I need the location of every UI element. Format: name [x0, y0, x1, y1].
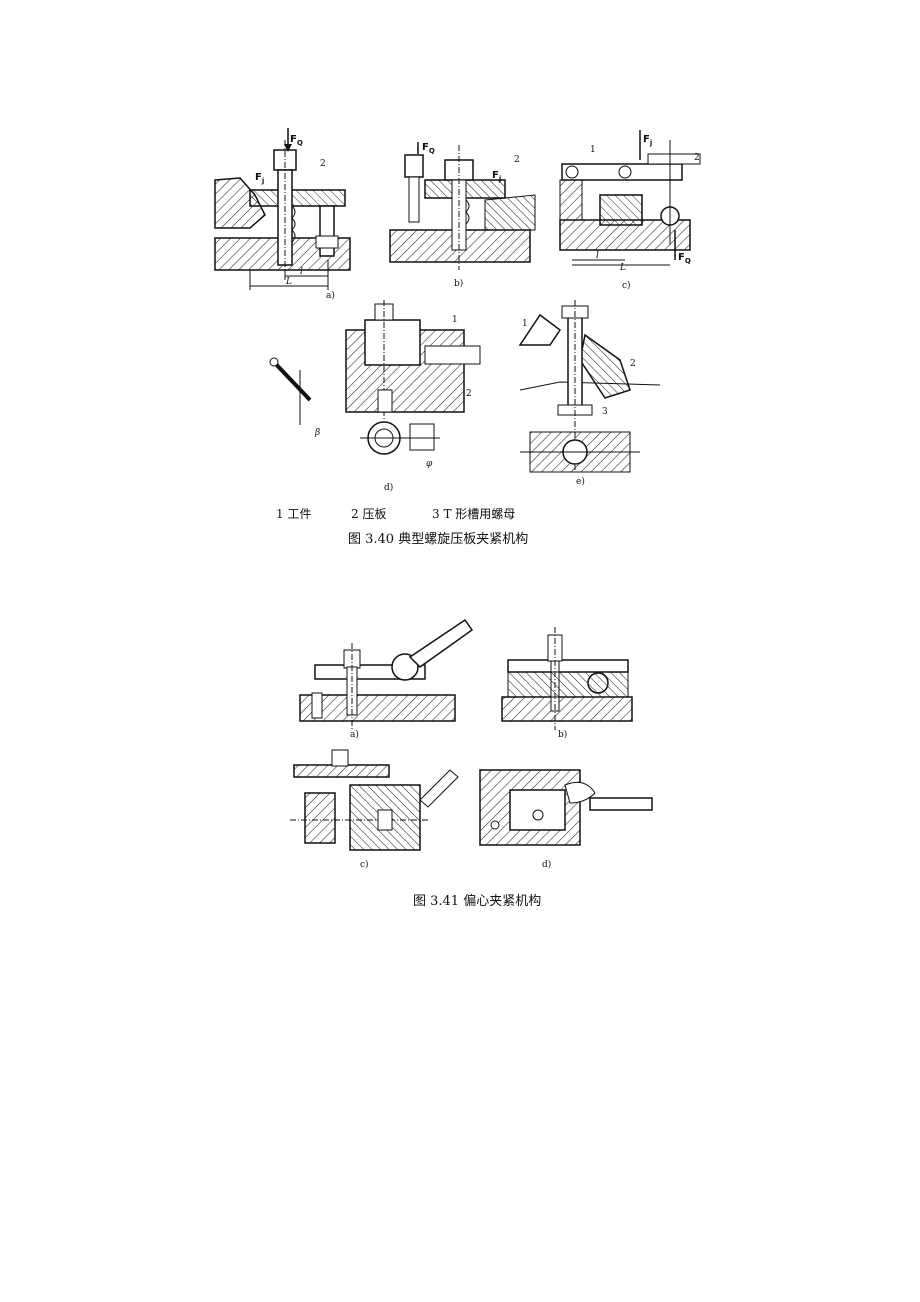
symbol-beta: β: [314, 428, 320, 438]
callout-3-e: 3: [602, 407, 608, 417]
figure-3-40-drawings: FQ Fj 2 l L a) FQ Fj 2 b) Fj FQ 1 2 l: [214, 128, 701, 493]
callout-2-e: 2: [630, 359, 636, 369]
panel-c-drawing: [290, 749, 459, 851]
panel-label-a: a): [350, 729, 359, 740]
legend-item-1: 1 工件: [276, 507, 312, 521]
callout-1-d: 1: [452, 315, 458, 325]
panel-e-drawing: [518, 300, 661, 473]
panel-label-e: e): [576, 476, 585, 487]
callout-1-c: 1: [590, 145, 596, 155]
panel-d-drawing: [269, 300, 481, 455]
legend-item-2: 2 压板: [351, 507, 387, 521]
callout-2-a: 2: [320, 159, 326, 169]
fj-label-c: Fj: [643, 134, 652, 147]
panel-label-a: a): [326, 290, 335, 301]
fq-label-c: FQ: [678, 252, 691, 265]
panel-a-drawing: [214, 128, 351, 290]
figure-3-40-caption: 图 3.40 典型螺旋压板夹紧机构: [348, 532, 529, 547]
symbol-phi: φ: [426, 459, 433, 469]
figure-3-41-caption: 图 3.41 偏心夹紧机构: [413, 894, 542, 909]
fj-label-a: Fj: [255, 172, 264, 185]
callout-2-d: 2: [466, 389, 472, 399]
dim-l-c: l: [596, 251, 599, 261]
callout-1-e: 1: [522, 319, 528, 329]
panel-d-drawing: [479, 769, 653, 846]
fq-label-a: FQ: [290, 134, 303, 147]
panel-b-drawing: [501, 627, 633, 730]
panel-label-c: c): [622, 280, 631, 291]
panel-label-d: d): [384, 482, 393, 493]
panel-label-b: b): [454, 278, 463, 289]
dim-L-c: L: [619, 263, 626, 273]
fq-label-b: FQ: [422, 142, 435, 155]
callout-2-c: 2: [694, 153, 700, 163]
panel-label-d: d): [542, 859, 551, 870]
panel-label-b: b): [558, 729, 567, 740]
panel-label-c: c): [360, 859, 369, 870]
dim-l-a: l: [300, 267, 303, 277]
callout-2-b: 2: [514, 155, 520, 165]
panel-b-drawing: [389, 142, 536, 270]
dim-L-a: L: [285, 277, 292, 287]
legend-item-3: 3 T 形槽用螺母: [432, 507, 516, 521]
figure-3-41-drawings: a) b) c) d): [290, 618, 653, 870]
panel-a-drawing: [299, 618, 474, 730]
fj-label-b: Fj: [492, 170, 501, 183]
panel-c-drawing: [559, 130, 701, 266]
